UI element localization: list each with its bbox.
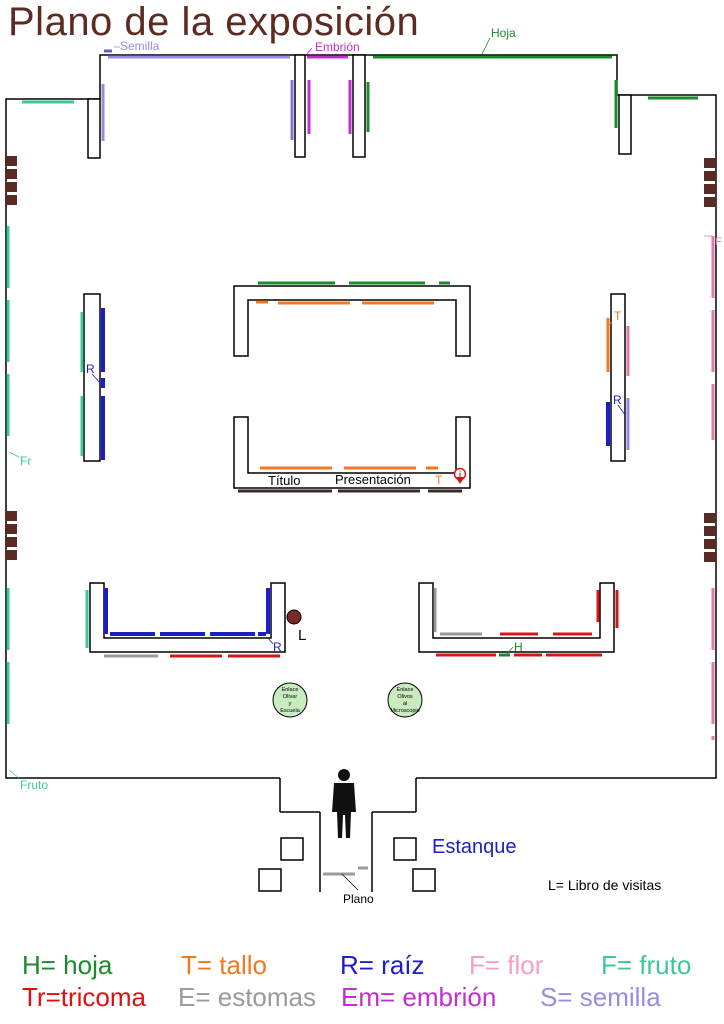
label-libro-marker: L: [298, 627, 306, 644]
label-fruto: Fruto: [20, 778, 48, 792]
link-olivar-escuela[interactable]: Enlace Olivar y Escuela: [272, 682, 308, 718]
bottom-right-structure: [418, 582, 619, 657]
side-wall-strips: [6, 226, 715, 740]
link-line: Olivos: [397, 694, 413, 700]
link-line: y: [289, 701, 292, 707]
label-titulo: Título: [268, 473, 301, 488]
info-marker-label: i: [459, 470, 461, 479]
info-marker-icon[interactable]: i: [453, 457, 467, 484]
top-partitions: [87, 54, 632, 159]
label-raiz-left: R: [86, 362, 95, 376]
legend-embrion: Em= embrión: [341, 982, 497, 1012]
bottom-left-structure: [85, 582, 286, 658]
link-line: Enlace: [397, 687, 414, 693]
label-fruto-fr: Fr: [20, 454, 31, 468]
label-estanque: Estanque: [432, 836, 517, 858]
guestbook-dot-icon[interactable]: [286, 609, 302, 625]
label-raiz-bottom: R: [273, 640, 282, 654]
legend-hoja: H= hoja: [22, 950, 113, 980]
link-olivos-microscopio[interactable]: Enlace Olivos al Microscopio: [387, 682, 423, 718]
label-embrion: Embrión: [315, 40, 360, 54]
link-line: al: [403, 701, 407, 707]
right-panel: [606, 293, 630, 462]
top-wall-strips: [22, 49, 698, 141]
label-tallo-right: T: [614, 309, 622, 323]
label-presentacion: Presentación: [335, 472, 411, 487]
leader-lines: [8, 37, 712, 779]
wall-doors: [5, 156, 716, 562]
legend-estomas: E= estomas: [178, 982, 317, 1012]
label-hoja-bottom: H: [514, 640, 523, 654]
link-line: Olivar: [283, 694, 298, 700]
page-title: Plano de la exposición: [8, 0, 420, 44]
label-raiz-right: R: [613, 393, 622, 407]
label-tallo-center: T: [435, 473, 443, 487]
label-hoja: Hoja: [491, 26, 516, 40]
link-line: Microscopio: [390, 708, 419, 714]
legend-tallo: T= tallo: [181, 950, 267, 980]
center-bottom-structure: [233, 416, 471, 493]
label-semilla: Semilla: [120, 39, 160, 53]
legend-tricoma: Tr=tricoma: [22, 982, 146, 1012]
link-line: Enlace: [282, 687, 299, 693]
legend-flor: F= flor: [469, 950, 544, 980]
label-libro-visitas: L= Libro de visitas: [548, 877, 662, 893]
plano-sign: [323, 866, 368, 891]
pond-squares: [258, 837, 436, 892]
label-plano: Plano: [343, 892, 374, 906]
person-icon: [332, 769, 356, 838]
legend-semilla: S= semilla: [540, 982, 661, 1012]
label-flor-f: F: [715, 236, 722, 248]
legend-raiz: R= raíz: [340, 950, 425, 980]
left-panel: [80, 293, 105, 462]
legend-fruto: F= fruto: [601, 950, 692, 980]
center-top-structure: [233, 281, 471, 357]
link-line: Escuela: [280, 708, 301, 714]
